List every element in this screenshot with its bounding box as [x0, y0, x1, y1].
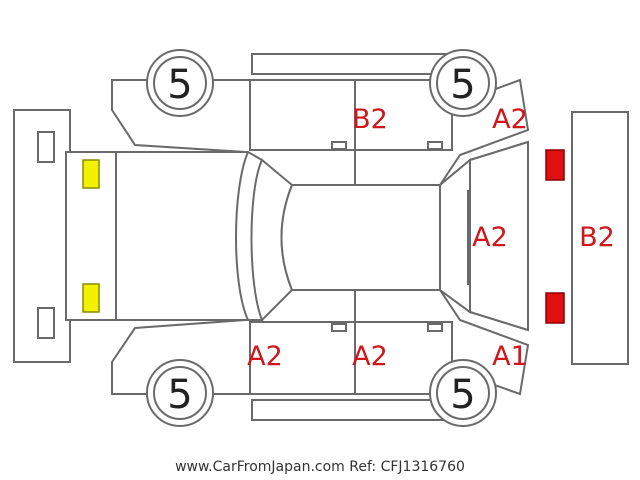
tyre-rear-right-grade: 5 [450, 372, 475, 418]
rear-bumper [571, 111, 629, 365]
rear-light-marker-right [545, 292, 565, 324]
tyre-rear-left: 5 [429, 49, 497, 117]
damage-code-right-rear-door: A2 [352, 341, 388, 372]
left-side-panels [111, 53, 530, 186]
damage-code-right-rear-quarter: A1 [492, 341, 528, 372]
damage-code-left-rear-door: B2 [352, 104, 388, 135]
tyre-front-left-grade: 5 [167, 62, 192, 108]
tyre-rear-left-grade: 5 [450, 62, 475, 108]
rear-light-marker-left [545, 149, 565, 181]
footer-reference: www.CarFromJapan.com Ref: CFJ1316760 [175, 459, 465, 475]
tyre-front-right: 5 [146, 359, 214, 427]
front-bumper [13, 109, 71, 363]
front-light-marker-right [82, 283, 100, 313]
car-top-view [65, 140, 529, 332]
damage-code-right-front-door: A2 [247, 341, 283, 372]
tyre-front-left: 5 [146, 49, 214, 117]
damage-code-rear-bumper: B2 [579, 222, 615, 253]
damage-code-rear-window: A2 [472, 222, 508, 253]
front-light-marker-left [82, 159, 100, 189]
tyre-rear-right: 5 [429, 359, 497, 427]
damage-code-left-rear-quarter: A2 [492, 104, 528, 135]
right-side-panels [111, 289, 530, 421]
tyre-front-right-grade: 5 [167, 372, 192, 418]
